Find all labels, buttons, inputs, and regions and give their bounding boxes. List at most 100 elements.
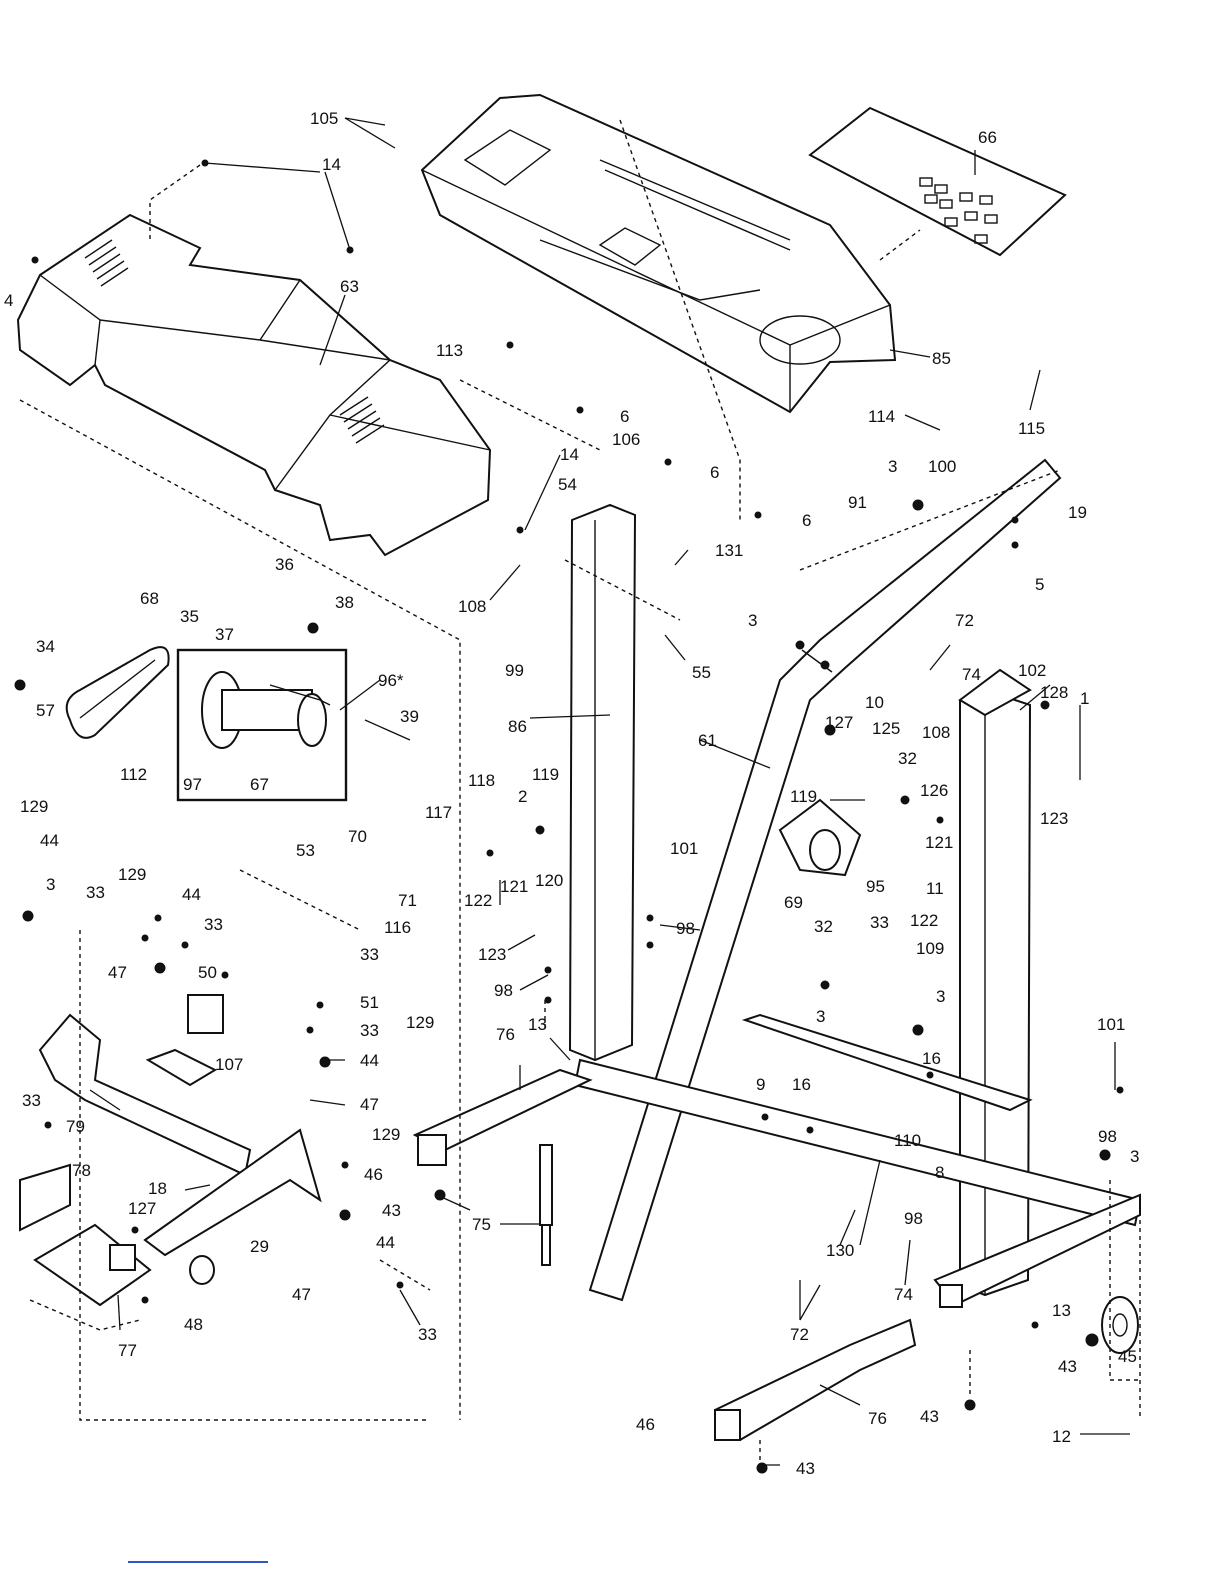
part-label-118: 118 (468, 771, 495, 790)
part-label-43: 43 (920, 1407, 939, 1426)
part-label-108: 108 (458, 597, 486, 616)
part-label-43: 43 (796, 1459, 815, 1478)
part-label-50: 50 (198, 963, 217, 982)
part-label-44: 44 (360, 1051, 379, 1070)
part-label-68: 68 (140, 589, 159, 608)
part-label-69: 69 (784, 893, 803, 912)
part-label-5: 5 (1035, 575, 1044, 594)
part-label-6: 6 (710, 463, 719, 482)
part-label-35: 35 (180, 607, 199, 626)
part-label-6: 6 (802, 511, 811, 530)
part-label-76: 76 (496, 1025, 515, 1044)
part-label-101: 101 (670, 839, 698, 858)
part-label-36: 36 (275, 555, 294, 574)
part-label-19: 19 (1068, 503, 1087, 522)
part-label-100: 100 (928, 457, 956, 476)
part-label-3: 3 (1130, 1147, 1139, 1166)
part-label-113: 113 (436, 341, 463, 360)
leader-lines (89, 117, 1130, 1466)
part-label-101: 101 (1097, 1015, 1125, 1034)
part-label-13: 13 (1052, 1301, 1071, 1320)
part-label-72: 72 (790, 1325, 809, 1344)
part-label-122: 122 (910, 911, 938, 930)
part-label-99: 99 (505, 661, 524, 680)
part-label-119: 119 (790, 787, 817, 806)
part-label-6: 6 (620, 407, 629, 426)
part-label-121: 121 (500, 877, 528, 896)
part-label-46: 46 (636, 1415, 655, 1434)
part-label-112: 112 (120, 765, 147, 784)
roller-29 (189, 1255, 215, 1285)
part-label-97: 97 (183, 775, 202, 794)
roller-45 (1101, 1296, 1139, 1354)
part-label-128: 128 (1040, 683, 1068, 702)
part-label-129: 129 (118, 865, 146, 884)
part-label-55: 55 (692, 663, 711, 682)
base-frame (412, 1013, 1142, 1308)
part-label-13: 13 (528, 1015, 547, 1034)
part-label-39: 39 (400, 707, 419, 726)
part-label-85: 85 (932, 349, 951, 368)
part-label-86: 86 (508, 717, 527, 736)
controller-board-77 (19, 1163, 152, 1307)
part-label-76: 76 (868, 1409, 887, 1428)
drive-roller-box-96 (176, 648, 348, 802)
part-label-32: 32 (814, 917, 833, 936)
part-label-45: 45 (1118, 1347, 1137, 1366)
part-label-33: 33 (870, 913, 889, 932)
part-label-114: 114 (868, 407, 895, 426)
part-label-29: 29 (250, 1237, 269, 1256)
part-label-44: 44 (182, 885, 201, 904)
part-label-75: 75 (472, 1215, 491, 1234)
part-label-12: 12 (1052, 1427, 1071, 1446)
assembly-dashed-lines (19, 119, 1141, 1465)
part-label-108: 108 (922, 723, 950, 742)
part-label-3: 3 (888, 457, 897, 476)
part-label-98: 98 (904, 1209, 923, 1228)
part-label-33: 33 (22, 1091, 41, 1110)
part-label-107: 107 (215, 1055, 243, 1074)
part-label-122: 122 (464, 891, 492, 910)
part-label-116: 116 (384, 918, 411, 937)
part-label-10: 10 (865, 693, 884, 712)
part-label-115: 115 (1018, 419, 1045, 438)
part-label-77: 77 (118, 1341, 137, 1360)
part-label-32: 32 (898, 749, 917, 768)
part-label-38: 38 (335, 593, 354, 612)
part-label-119: 119 (532, 765, 559, 784)
part-label-129: 129 (20, 797, 48, 816)
part-label-129: 129 (406, 1013, 434, 1032)
part-label-117: 117 (425, 803, 452, 822)
part-label-3: 3 (816, 1007, 825, 1026)
part-label-33: 33 (360, 1021, 379, 1040)
part-label-47: 47 (292, 1285, 311, 1304)
part-label-34: 34 (36, 637, 55, 656)
part-label-121: 121 (925, 833, 953, 852)
part-label-63: 63 (340, 277, 359, 296)
hardware-fasteners (14, 159, 1124, 1474)
part-label-11: 11 (926, 879, 944, 898)
part-label-54: 54 (558, 475, 577, 494)
part-label-66: 66 (978, 128, 997, 147)
part-label-95: 95 (866, 877, 885, 896)
part-label-33: 33 (418, 1325, 437, 1344)
part-label-74: 74 (962, 665, 981, 684)
part-label-3: 3 (936, 987, 945, 1006)
part-label-3: 3 (748, 611, 757, 630)
part-label-37: 37 (215, 625, 234, 644)
part-label-129: 129 (372, 1125, 400, 1144)
part-label-102: 102 (1018, 661, 1046, 680)
part-label-70: 70 (348, 827, 367, 846)
part-label-123: 123 (478, 945, 506, 964)
part-label-74: 74 (894, 1285, 913, 1304)
part-label-53: 53 (296, 841, 315, 860)
part-label-1: 1 (1080, 689, 1089, 708)
part-label-46: 46 (364, 1165, 383, 1184)
part-label-48: 48 (184, 1315, 203, 1334)
part-label-98: 98 (676, 919, 695, 938)
part-label-3: 3 (46, 875, 55, 894)
part-label-126: 126 (920, 781, 948, 800)
part-label-14: 14 (560, 445, 579, 464)
part-label-91: 91 (848, 493, 867, 512)
left-frame-79 (38, 1013, 322, 1257)
